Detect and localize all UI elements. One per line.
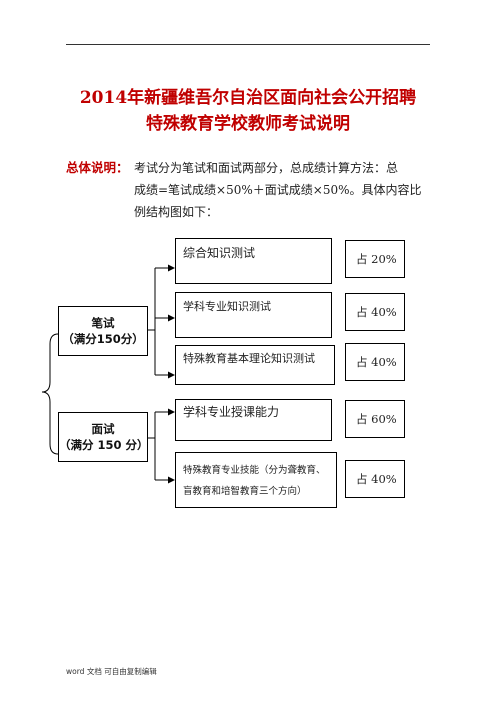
written-item-3: 特殊教育基本理论知识测试	[175, 345, 335, 385]
written-item-1: 综合知识测试	[175, 238, 332, 284]
written-item-2: 学科专业知识测试	[175, 292, 332, 338]
written-exam-score: （满分150分）	[62, 332, 144, 346]
outer-brace	[41, 333, 59, 455]
interview-item-2: 特殊教育专业技能（分为聋教育、 盲教育和培智教育三个方向）	[175, 452, 337, 508]
written-item-1-percent: 占 20%	[345, 240, 405, 278]
written-item-2-percent: 占 40%	[345, 293, 405, 331]
summary-line-1: 考试分为笔试和面试两部分，总成绩计算方法：总	[134, 161, 399, 175]
written-exam-box: 笔试 （满分150分）	[58, 306, 148, 356]
interview-item-1: 学科专业授课能力	[175, 399, 332, 441]
summary-line-3: 例结构图如下：	[134, 205, 219, 219]
interview-item-2-line1: 特殊教育专业技能（分为聋教育、	[183, 465, 326, 476]
interview-name: 面试	[91, 422, 115, 436]
interview-item-1-percent: 占 60%	[345, 400, 405, 438]
written-exam-name: 笔试	[91, 316, 115, 330]
interview-box: 面试 （满分 150 分）	[58, 412, 149, 462]
page-title-line2: 特殊教育学校教师考试说明	[146, 114, 350, 134]
interview-item-2-line2: 盲教育和培智教育三个方向）	[183, 486, 307, 497]
interview-item-2-percent: 占 40%	[345, 460, 405, 498]
header-rule	[66, 44, 430, 45]
written-item-3-percent: 占 40%	[345, 343, 405, 381]
interview-score: （满分 150 分）	[59, 438, 149, 452]
summary-label: 总体说明：	[66, 160, 129, 175]
footer-note: word 文档 可自由复制编辑	[66, 667, 157, 676]
summary-line-2: 成绩=笔试成绩×50%＋面试成绩×50%。具体内容比	[134, 183, 422, 197]
page-title-line1: 2014年新疆维吾尔自治区面向社会公开招聘	[79, 88, 417, 108]
